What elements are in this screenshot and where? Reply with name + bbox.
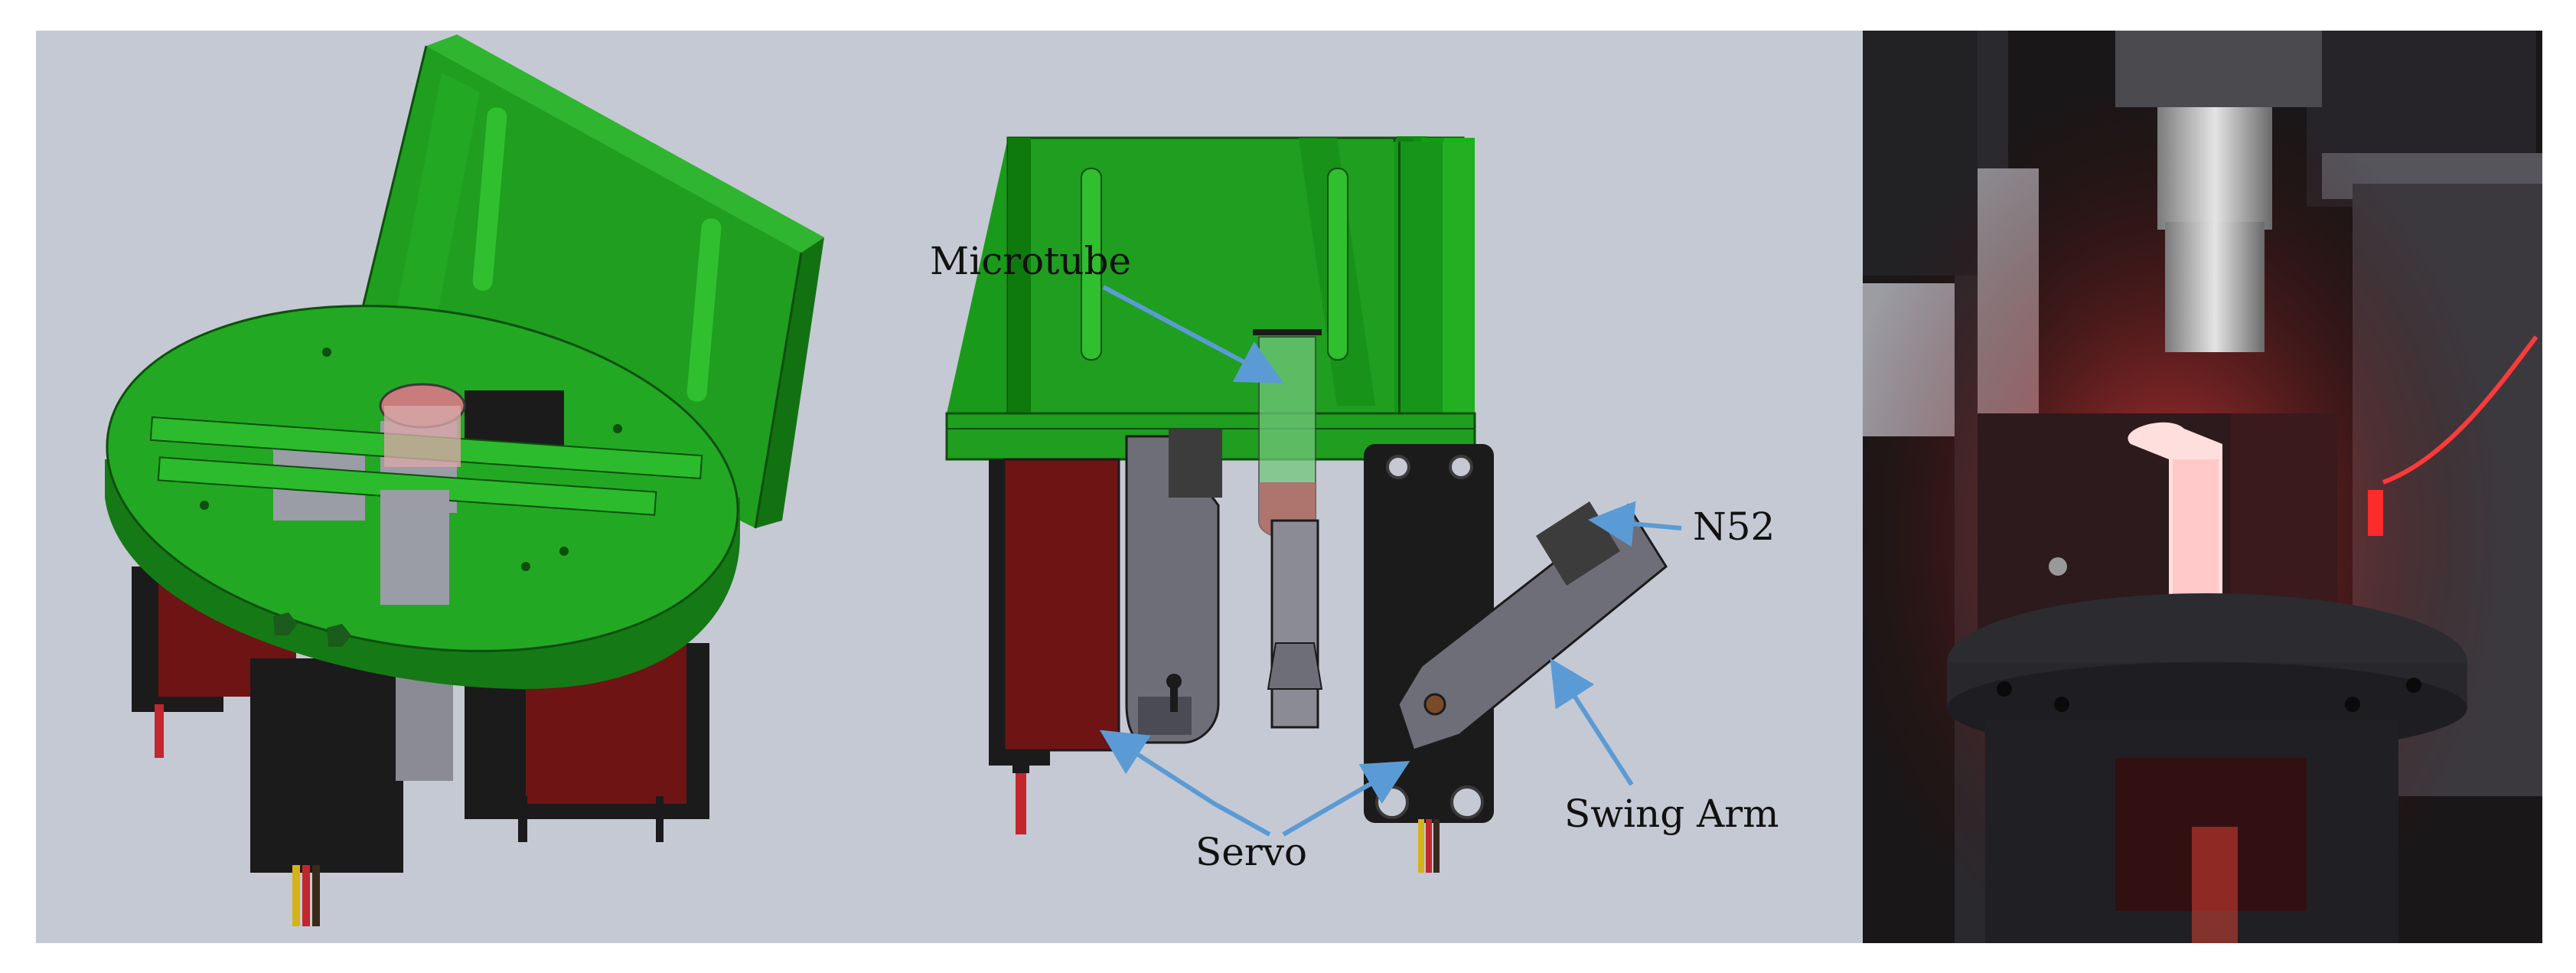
callout-arrows [1099,285,1682,837]
side-bracket [945,136,1476,461]
iso-swing-arm [396,666,453,781]
iso-servo-bottom [250,658,403,926]
isometric-assembly [105,34,824,926]
iso-base-plate [105,305,740,689]
servo-arrow-right [1282,760,1410,837]
swing-arm-arrow [1550,658,1634,786]
microtube-label: Microtube [930,239,1131,283]
side-arm-left [1125,429,1222,744]
side-servo-left [989,458,1120,834]
objective-lens [2157,92,2272,230]
device-photo [1863,31,2542,943]
n52-arrow [1588,501,1682,547]
cad-render-panel: Microtube N52 Servo Swing Arm [36,31,1864,943]
servo-label: Servo [1195,830,1307,874]
iso-bracket-wall [356,34,824,529]
microtube-arrow [1102,285,1284,384]
device-photo-panel [1863,31,2542,943]
swing-arm-label: Swing Arm [1564,792,1779,836]
servo-arrow-left [1099,730,1271,837]
n52-label: N52 [1693,504,1775,549]
cad-drawing: Microtube N52 Servo Swing Arm [105,34,1779,926]
side-microtube [1253,329,1323,729]
side-view-assembly: Microtube N52 Servo Swing Arm [930,136,1779,874]
